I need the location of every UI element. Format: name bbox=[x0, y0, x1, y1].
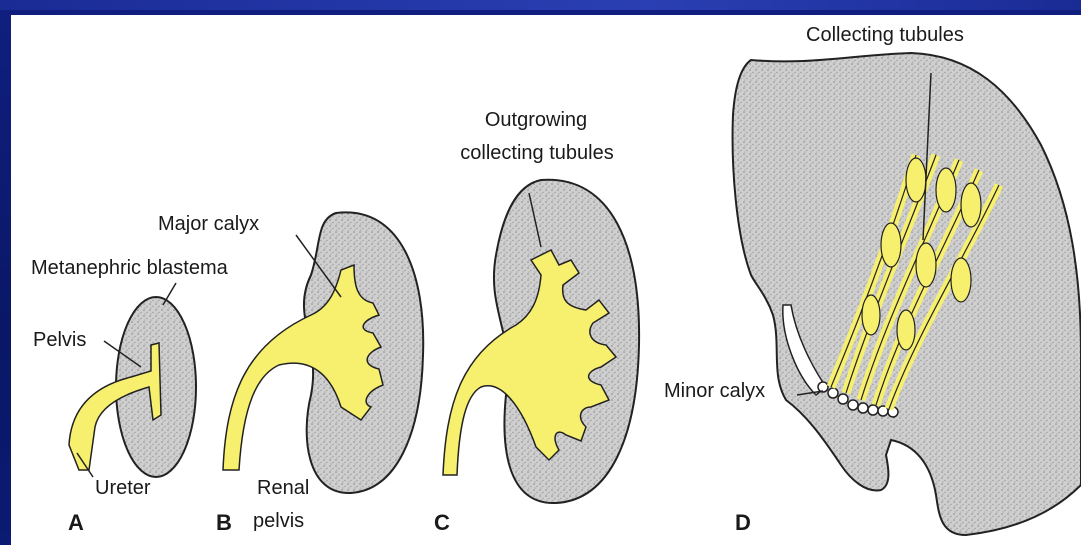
label-ureter: Ureter bbox=[95, 477, 151, 500]
panel-letter-c: C bbox=[434, 510, 450, 536]
label-pelvis: Pelvis bbox=[33, 329, 86, 352]
panel-c-drawing bbox=[443, 180, 639, 503]
panel-letter-d: D bbox=[735, 510, 751, 536]
panel-b-drawing bbox=[223, 212, 423, 493]
label-outgrowing-line2: collecting tubules bbox=[447, 142, 627, 165]
panel-d-kidney-section bbox=[733, 53, 1081, 535]
panel-a-drawing bbox=[69, 283, 196, 477]
label-major-calyx: Major calyx bbox=[158, 213, 259, 236]
label-metanephric-blastema: Metanephric blastema bbox=[31, 257, 228, 280]
label-renal-pelvis-line1: Renal bbox=[257, 477, 309, 500]
slide-top-bar bbox=[0, 0, 1081, 10]
label-collecting-tubules: Collecting tubules bbox=[806, 24, 964, 47]
label-outgrowing-line1: Outgrowing bbox=[471, 109, 601, 132]
label-minor-calyx: Minor calyx bbox=[664, 380, 765, 403]
panel-letter-a: A bbox=[68, 510, 84, 536]
panel-letter-b: B bbox=[216, 510, 232, 536]
kidney-development-figure: Metanephric blastema Pelvis Ureter A Maj… bbox=[11, 15, 1081, 545]
label-renal-pelvis-line2: pelvis bbox=[253, 510, 304, 533]
figure-illustration bbox=[11, 15, 1081, 545]
panel-d-drawing bbox=[733, 53, 1081, 535]
